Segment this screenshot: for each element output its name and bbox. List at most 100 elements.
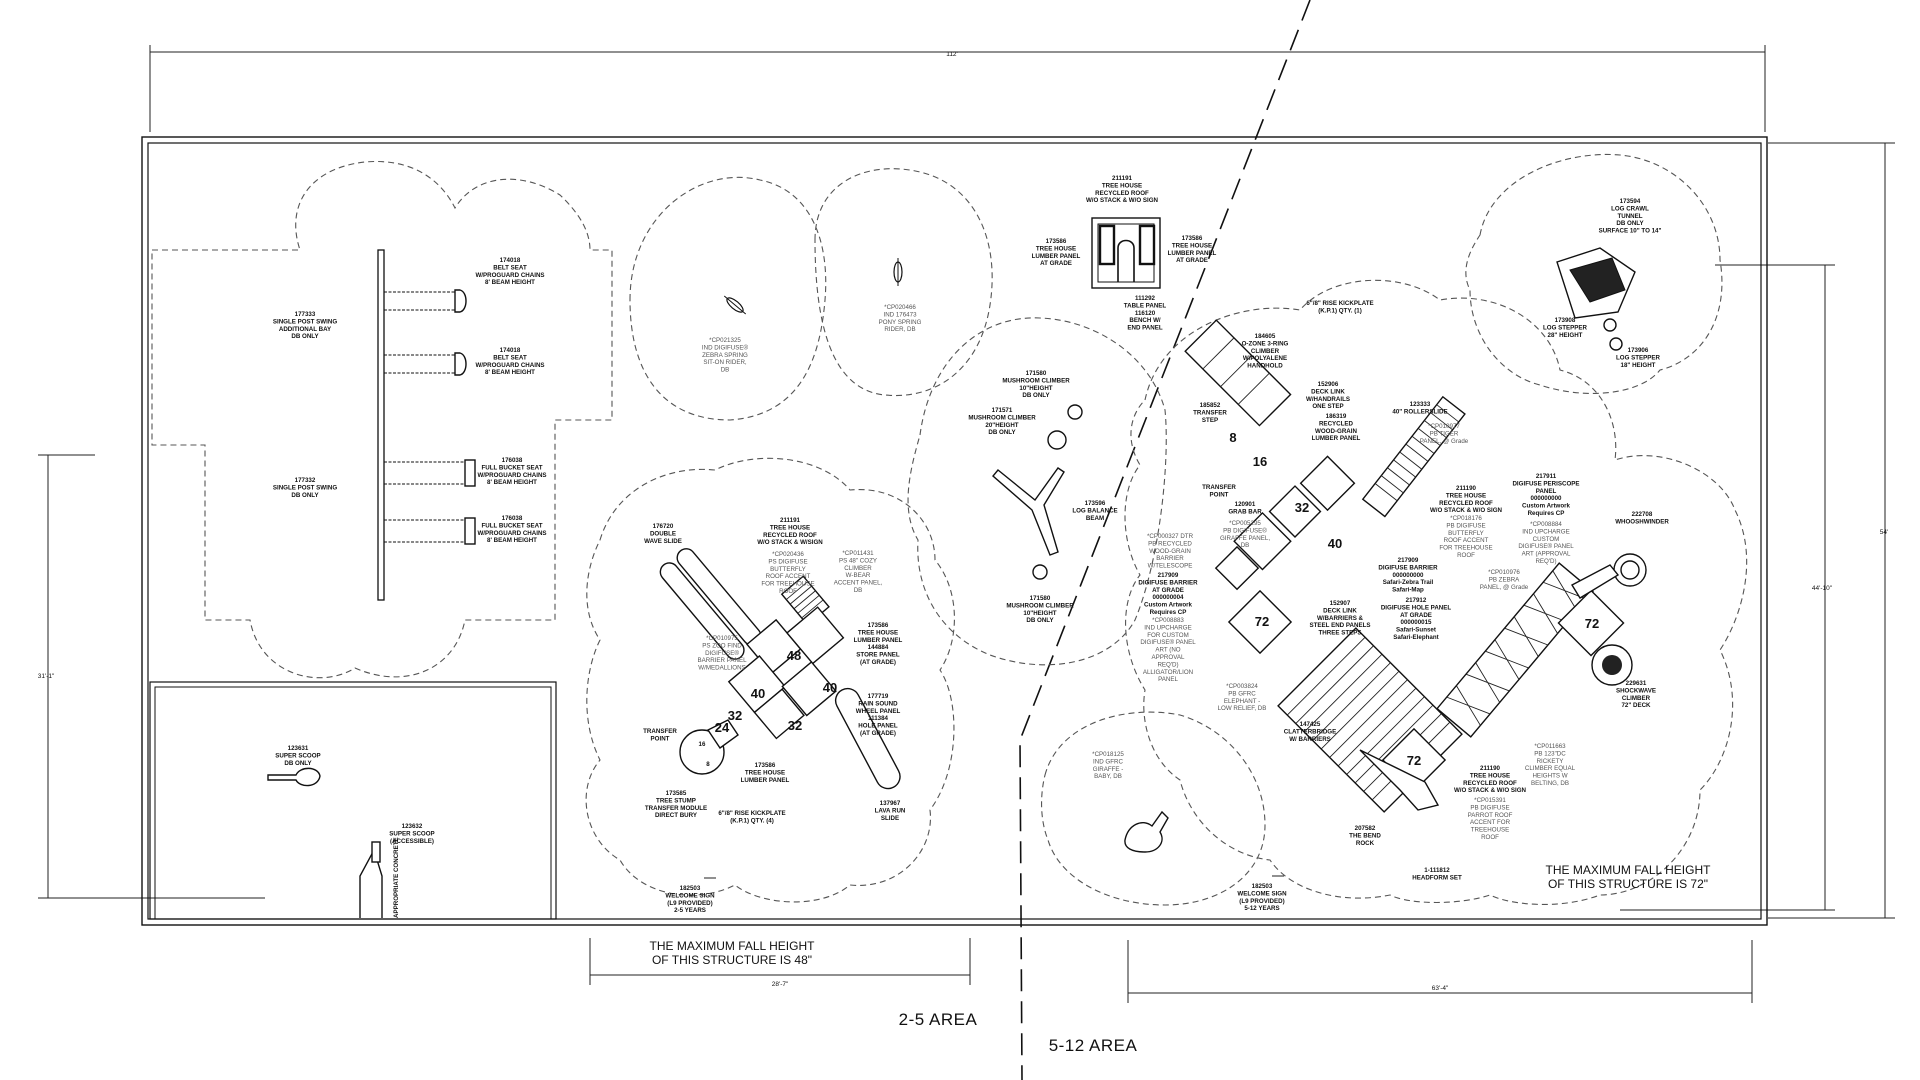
log-balance-beam-icon xyxy=(992,467,1065,556)
dim-width-5-12: 63'-4" xyxy=(1432,985,1449,992)
deck-height-24: 24 xyxy=(715,720,730,735)
belt-seat-1 xyxy=(384,289,467,313)
deck-height-8: 8 xyxy=(706,761,710,768)
use-zones xyxy=(151,153,1748,906)
deck-height-40a: 40 xyxy=(751,686,765,701)
swing-use-zone xyxy=(151,160,613,679)
area-label-2-5: 2-5 AREA xyxy=(899,1010,978,1029)
zebra-spring-icon xyxy=(723,295,747,315)
mushroom-20-icon xyxy=(1047,430,1067,450)
swing-set xyxy=(377,249,476,601)
deck-height-32-big: 32 xyxy=(1295,500,1309,515)
dim-overall-depth: 54' xyxy=(1880,529,1888,536)
fall-height-notes: THE MAXIMUM FALL HEIGHT OF THIS STRUCTUR… xyxy=(650,863,1712,967)
spring-zone-pony xyxy=(814,168,993,397)
shockwave-climber xyxy=(1591,644,1633,686)
roller-slide xyxy=(1361,395,1466,518)
deck-height-32a: 32 xyxy=(728,708,742,723)
deck-72-right xyxy=(1557,589,1625,657)
dimension-lines: 112' 54' 44'-10" 31'-1" 28'-7" 63'-4" xyxy=(38,45,1895,1003)
deck-height-72-bottom: 72 xyxy=(1407,753,1421,768)
large-structure-zone xyxy=(1124,279,1748,906)
dim-right-offset: 44'-10" xyxy=(1812,585,1833,592)
label-kickplate-2-5: 6"/8" RISE KICKPLATE(K.P.1) QTY. (4) xyxy=(718,810,785,824)
play-structure-5-12: 8 16 32 40 72 72 72 xyxy=(1184,319,1647,813)
ozone-ring-climber xyxy=(1184,319,1292,427)
deck-height-32b: 32 xyxy=(788,718,802,733)
bucket-seat-2 xyxy=(384,517,476,545)
fall-height-72-line2: OF THIS STRUCTURE IS 72" xyxy=(1548,877,1708,891)
site-boundary xyxy=(141,136,1768,926)
bend-rock-icon xyxy=(1359,749,1440,811)
fall-height-48-line2: OF THIS STRUCTURE IS 48" xyxy=(652,953,812,967)
labels-5-12: 6"/8" RISE KICKPLATE(K.P.1) QTY. (1) 184… xyxy=(1092,300,1669,912)
pony-spring-icon xyxy=(893,258,903,286)
decks-2-5 xyxy=(727,606,845,740)
dim-left-offset: 31'-1" xyxy=(38,673,55,680)
belt-seat-2 xyxy=(384,352,467,376)
gfrc-giraffe-zone xyxy=(1041,711,1266,906)
deck-height-8-big: 8 xyxy=(1229,430,1236,445)
lava-run-slide xyxy=(834,687,901,790)
decks-5-12-upper xyxy=(1214,455,1356,591)
tree-stump-transfer-icon xyxy=(679,729,725,775)
log-stepper-18-icon xyxy=(1609,337,1623,351)
deck-height-16: 16 xyxy=(699,741,706,748)
deck-72-left xyxy=(1227,589,1293,655)
mushroom-10-icon xyxy=(1067,404,1083,420)
deck-height-40-big: 40 xyxy=(1328,536,1342,551)
log-stepper-28-icon xyxy=(1603,318,1617,332)
spring-zone-zebra xyxy=(629,176,827,421)
super-scoop-icon xyxy=(267,767,321,787)
log-zone xyxy=(1465,153,1723,394)
